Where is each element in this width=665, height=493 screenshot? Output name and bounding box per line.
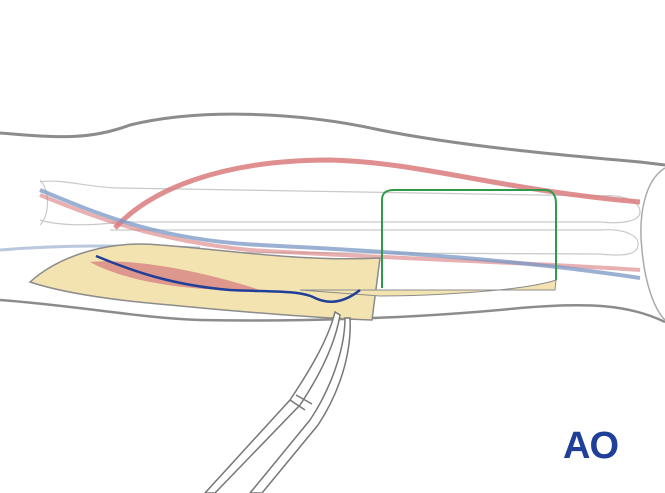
vein xyxy=(39,188,641,280)
bones xyxy=(39,179,641,256)
forceps-icon xyxy=(203,310,351,493)
flap-muscle xyxy=(90,261,260,291)
ao-logo: AO xyxy=(563,425,619,467)
nerve xyxy=(95,254,361,303)
radial-artery xyxy=(113,157,641,230)
forearm-outline xyxy=(0,112,665,167)
incision-marking xyxy=(381,189,557,288)
pedicle-strip xyxy=(299,279,557,297)
hand-outline xyxy=(640,167,665,321)
